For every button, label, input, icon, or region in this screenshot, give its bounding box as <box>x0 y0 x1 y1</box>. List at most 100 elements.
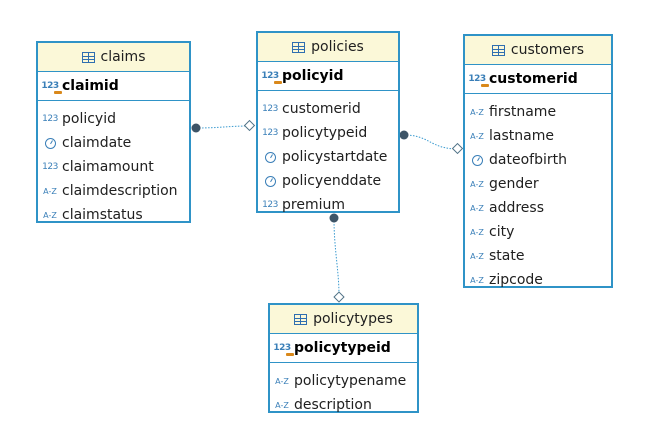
table-icon <box>294 313 308 325</box>
column-name: claimid <box>62 78 119 94</box>
primary-key-row[interactable]: 123 customerid <box>465 65 611 94</box>
text-type-icon: A-Z <box>470 275 484 285</box>
column-name: policystartdate <box>282 149 388 165</box>
entity-header-customers[interactable]: customers <box>465 36 611 65</box>
relationship-claims-end-dot <box>191 123 201 133</box>
relationship-policies-bottom-dot <box>329 213 339 223</box>
column-list: 123 customerid 123 policytypeid policyst… <box>258 91 398 217</box>
numeric-type-icon: 123 <box>262 128 278 138</box>
column-list: A-Z policytypename A-Z description <box>270 363 417 417</box>
column-name: policytypeid <box>282 125 368 141</box>
entity-customers[interactable]: customers 123 customerid A-Z firstname A… <box>463 34 613 288</box>
date-type-icon <box>262 175 278 187</box>
entity-policies[interactable]: policies 123 policyid 123 customerid 123… <box>256 31 400 213</box>
entity-header-policies[interactable]: policies <box>258 33 398 62</box>
numeric-type-icon: 123 <box>262 200 278 210</box>
column-row[interactable]: A-Z firstname <box>465 100 611 124</box>
date-type-icon <box>262 151 278 163</box>
relationship-claims-policies <box>195 125 251 129</box>
entity-title: policytypes <box>313 311 393 327</box>
column-name: policyid <box>62 111 116 127</box>
relationship-policytypes-end-diamond <box>333 291 345 303</box>
column-row[interactable]: A-Z claimdescription <box>38 179 189 203</box>
entity-policytypes[interactable]: policytypes 123 policytypeid A-Z policyt… <box>268 303 419 413</box>
column-name: claimamount <box>62 159 154 175</box>
column-name: address <box>489 200 545 216</box>
column-name: zipcode <box>489 272 543 288</box>
relationship-policies-customers <box>403 134 459 150</box>
primary-key-row[interactable]: 123 claimid <box>38 72 189 101</box>
relationship-policies-end-dot <box>399 130 409 140</box>
column-name: customerid <box>282 101 361 117</box>
entity-title: claims <box>100 49 146 65</box>
numeric-key-icon: 123 <box>261 71 282 84</box>
relationship-policies-policytypes <box>333 217 340 297</box>
column-row[interactable]: 123 policytypeid <box>258 121 398 145</box>
column-row[interactable]: A-Z zipcode <box>465 268 611 292</box>
column-row[interactable]: A-Z policytypename <box>270 369 417 393</box>
column-row[interactable]: 123 claimamount <box>38 155 189 179</box>
column-row[interactable]: A-Z claimstatus <box>38 203 189 227</box>
column-name: gender <box>489 176 539 192</box>
relationship-policies-end-diamond <box>243 119 256 132</box>
entity-header-policytypes[interactable]: policytypes <box>270 305 417 334</box>
column-name: policyenddate <box>282 173 382 189</box>
primary-key-row[interactable]: 123 policyid <box>258 62 398 91</box>
table-icon <box>81 51 95 63</box>
column-row[interactable]: A-Z lastname <box>465 124 611 148</box>
date-type-icon <box>42 137 58 149</box>
column-name: description <box>294 397 372 413</box>
column-name: state <box>489 248 525 264</box>
text-type-icon: A-Z <box>470 107 484 117</box>
text-type-icon: A-Z <box>470 251 484 261</box>
column-name: policytypeid <box>294 340 391 356</box>
entity-title: policies <box>311 39 364 55</box>
text-type-icon: A-Z <box>470 131 484 141</box>
column-row[interactable]: A-Z city <box>465 220 611 244</box>
column-row[interactable]: A-Z address <box>465 196 611 220</box>
text-type-icon: A-Z <box>275 376 289 386</box>
relationship-customers-end-diamond <box>451 142 464 155</box>
column-row[interactable]: policystartdate <box>258 145 398 169</box>
column-row[interactable]: policyenddate <box>258 169 398 193</box>
column-row[interactable]: dateofbirth <box>465 148 611 172</box>
date-type-icon <box>469 154 485 166</box>
column-name: customerid <box>489 71 578 87</box>
entity-title: customers <box>510 42 585 58</box>
entity-claims[interactable]: claims 123 claimid 123 policyid claimdat… <box>36 41 191 223</box>
column-row[interactable]: A-Z description <box>270 393 417 417</box>
column-list: A-Z firstname A-Z lastname dateofbirth A… <box>465 94 611 292</box>
numeric-type-icon: 123 <box>42 114 58 124</box>
column-name: dateofbirth <box>489 152 567 168</box>
column-name: policyid <box>282 68 344 84</box>
numeric-key-icon: 123 <box>468 74 489 87</box>
column-row[interactable]: A-Z gender <box>465 172 611 196</box>
text-type-icon: A-Z <box>43 210 57 220</box>
column-name: lastname <box>489 128 554 144</box>
text-type-icon: A-Z <box>470 227 484 237</box>
column-name: claimdate <box>62 135 132 151</box>
primary-key-row[interactable]: 123 policytypeid <box>270 334 417 363</box>
numeric-type-icon: 123 <box>262 104 278 114</box>
column-name: claimdescription <box>62 183 178 199</box>
text-type-icon: A-Z <box>470 179 484 189</box>
column-row[interactable]: 123 customerid <box>258 97 398 121</box>
text-type-icon: A-Z <box>43 186 57 196</box>
column-name: firstname <box>489 104 557 120</box>
numeric-key-icon: 123 <box>273 343 294 356</box>
column-name: claimstatus <box>62 207 143 223</box>
numeric-key-icon: 123 <box>41 81 62 94</box>
column-row[interactable]: 123 premium <box>258 193 398 217</box>
table-icon <box>292 41 306 53</box>
text-type-icon: A-Z <box>470 203 484 213</box>
column-row[interactable]: 123 policyid <box>38 107 189 131</box>
column-name: city <box>489 224 515 240</box>
column-row[interactable]: claimdate <box>38 131 189 155</box>
column-list: 123 policyid claimdate 123 claimamount A… <box>38 101 189 227</box>
column-row[interactable]: A-Z state <box>465 244 611 268</box>
numeric-type-icon: 123 <box>42 162 58 172</box>
entity-header-claims[interactable]: claims <box>38 43 189 72</box>
table-icon <box>491 44 505 56</box>
